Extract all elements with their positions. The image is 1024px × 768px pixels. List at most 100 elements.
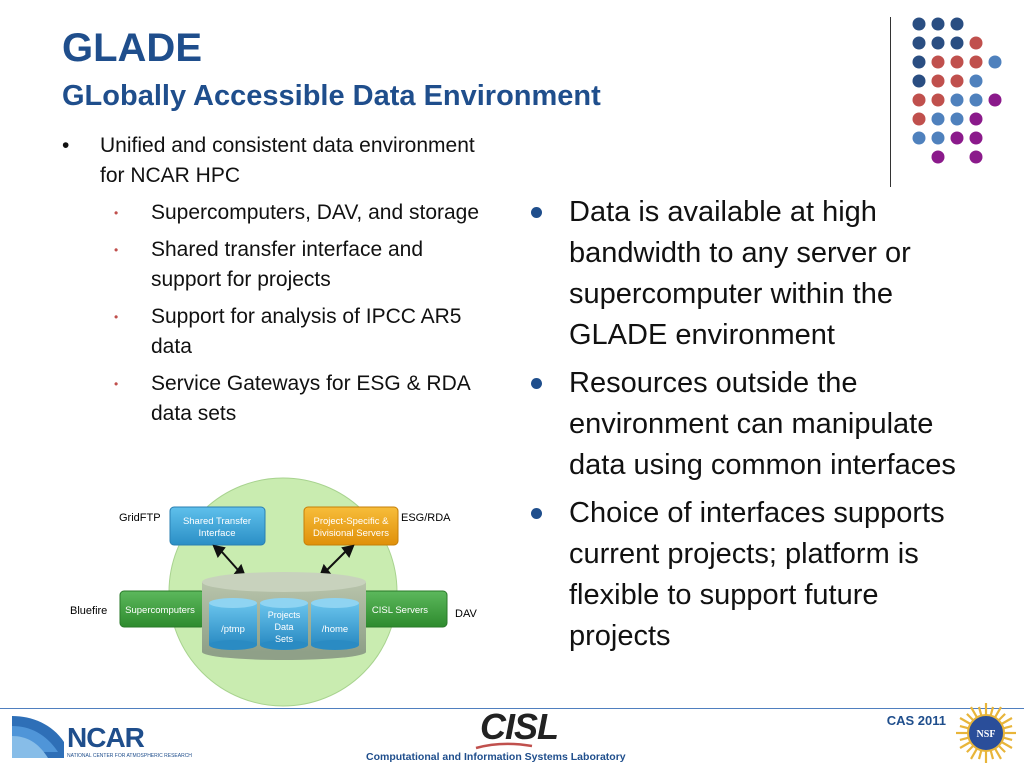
bullet-text: Choice of interfaces supports current pr… (569, 497, 945, 652)
decorative-dot (931, 55, 945, 69)
decorative-dot-grid (912, 17, 1002, 164)
sub-bullet-item: • Support for analysis of IPCC AR5 data (62, 302, 492, 362)
nsf-ray (959, 717, 971, 725)
decorative-dot (912, 17, 926, 31)
decorative-dot (969, 74, 983, 88)
divider-line (890, 17, 891, 187)
slide-subtitle: GLobally Accessible Data Environment (62, 80, 601, 112)
home-label: /home (322, 624, 348, 635)
cisl-servers-label: CISL Servers (372, 605, 428, 616)
gridftp-label: GridFTP (119, 512, 161, 524)
projects-label: Projects (268, 610, 301, 620)
glade-diagram: GridFTP ESG/RDA Bluefire DAV Shared Tran… (70, 477, 477, 707)
decorative-dot (988, 55, 1002, 69)
decorative-dot (950, 36, 964, 50)
nsf-ray (989, 706, 995, 716)
ncar-logo-icon (12, 712, 64, 758)
nsf-ray (997, 713, 1006, 722)
nsf-ray (994, 706, 1002, 718)
decorative-dot (912, 74, 926, 88)
decorative-dot (912, 93, 926, 107)
storage-platform-top (202, 572, 366, 592)
sub-bullet-marker: • (114, 377, 119, 391)
nsf-ray (977, 706, 983, 716)
ptmp-cylinder (209, 598, 257, 650)
esgrda-label: ESG/RDA (401, 512, 451, 524)
decorative-dot (950, 112, 964, 126)
nsf-ray (970, 748, 978, 760)
dav-label: DAV (455, 608, 477, 620)
nsf-ray (970, 706, 978, 718)
sub-bullet-text: Support for analysis of IPCC AR5 data (151, 305, 462, 358)
bullet-marker (531, 508, 542, 519)
decorative-dot (931, 112, 945, 126)
event-label: CAS 2011 (886, 713, 946, 728)
bullet-item: • Unified and consistent data environmen… (62, 131, 492, 191)
shared-transfer-label: Shared Transfer (183, 516, 251, 527)
bullet-marker: • (62, 134, 70, 157)
sub-bullet-item: • Service Gateways for ESG & RDA data se… (62, 369, 492, 429)
ncar-logo-subtext: NATIONAL CENTER FOR ATMOSPHERIC RESEARCH (67, 753, 192, 759)
nsf-ray (966, 744, 975, 753)
nsf-ray (959, 741, 971, 749)
decorative-dot (969, 93, 983, 107)
decorative-dot (931, 36, 945, 50)
supercomputers-label: Supercomputers (125, 605, 195, 616)
decorative-dot (950, 55, 964, 69)
decorative-dot (969, 36, 983, 50)
decorative-dot (912, 55, 926, 69)
bullet-item: Resources outside the environment can ma… (531, 363, 971, 486)
decorative-dot (950, 74, 964, 88)
nsf-logo-text: NSF (977, 729, 996, 740)
bullet-item: Data is available at high bandwidth to a… (531, 192, 971, 356)
bullet-marker (531, 378, 542, 389)
nsf-ray (977, 750, 983, 760)
decorative-dot (950, 131, 964, 145)
decorative-dot (950, 17, 964, 31)
nsf-ray (966, 713, 975, 722)
sub-bullet-marker: • (114, 243, 119, 257)
home-cylinder (311, 598, 359, 650)
decorative-dot (912, 36, 926, 50)
sub-bullet-text: Shared transfer interface and support fo… (151, 238, 423, 291)
sub-bullet-item: • Supercomputers, DAV, and storage (62, 198, 492, 228)
nsf-logo-icon: NSF (956, 703, 1016, 763)
bullet-item: Choice of interfaces supports current pr… (531, 493, 971, 657)
decorative-dot (969, 112, 983, 126)
decorative-dot (931, 93, 945, 107)
nsf-ray (1001, 741, 1013, 749)
bullet-text: Resources outside the environment can ma… (569, 367, 956, 481)
nsf-ray (994, 748, 1002, 760)
footer-divider (0, 708, 1024, 709)
nsf-ray (989, 750, 995, 760)
decorative-dot (931, 74, 945, 88)
nsf-ray (997, 744, 1006, 753)
slide-title: GLADE (62, 26, 202, 70)
bluefire-label: Bluefire (70, 605, 107, 617)
cisl-full-name: Computational and Information Systems La… (366, 751, 626, 763)
project-servers-label: Project-Specific & (314, 516, 390, 527)
bullet-text: Unified and consistent data environment … (100, 134, 475, 187)
decorative-dot (931, 131, 945, 145)
sub-bullet-marker: • (114, 206, 119, 220)
projects-cylinder (260, 598, 308, 650)
nsf-ray (1003, 736, 1013, 742)
ncar-logo-text: NCAR (67, 722, 145, 753)
nsf-ray (1001, 717, 1013, 725)
nsf-ray (959, 736, 969, 742)
ptmp-label: /ptmp (221, 624, 245, 635)
projects-label: Sets (275, 634, 294, 644)
bullet-marker (531, 207, 542, 218)
left-bullet-list: • Unified and consistent data environmen… (62, 131, 492, 429)
decorative-dot (931, 150, 945, 164)
decorative-dot (969, 55, 983, 69)
nsf-ray (1003, 724, 1013, 730)
project-servers-label: Divisional Servers (313, 528, 389, 539)
decorative-dot (969, 150, 983, 164)
bullet-text: Data is available at high bandwidth to a… (569, 196, 911, 351)
sub-bullet-text: Service Gateways for ESG & RDA data sets (151, 372, 470, 425)
decorative-dot (931, 17, 945, 31)
nsf-ray (959, 724, 969, 730)
cisl-logo-swoosh (475, 742, 533, 750)
decorative-dot (950, 93, 964, 107)
